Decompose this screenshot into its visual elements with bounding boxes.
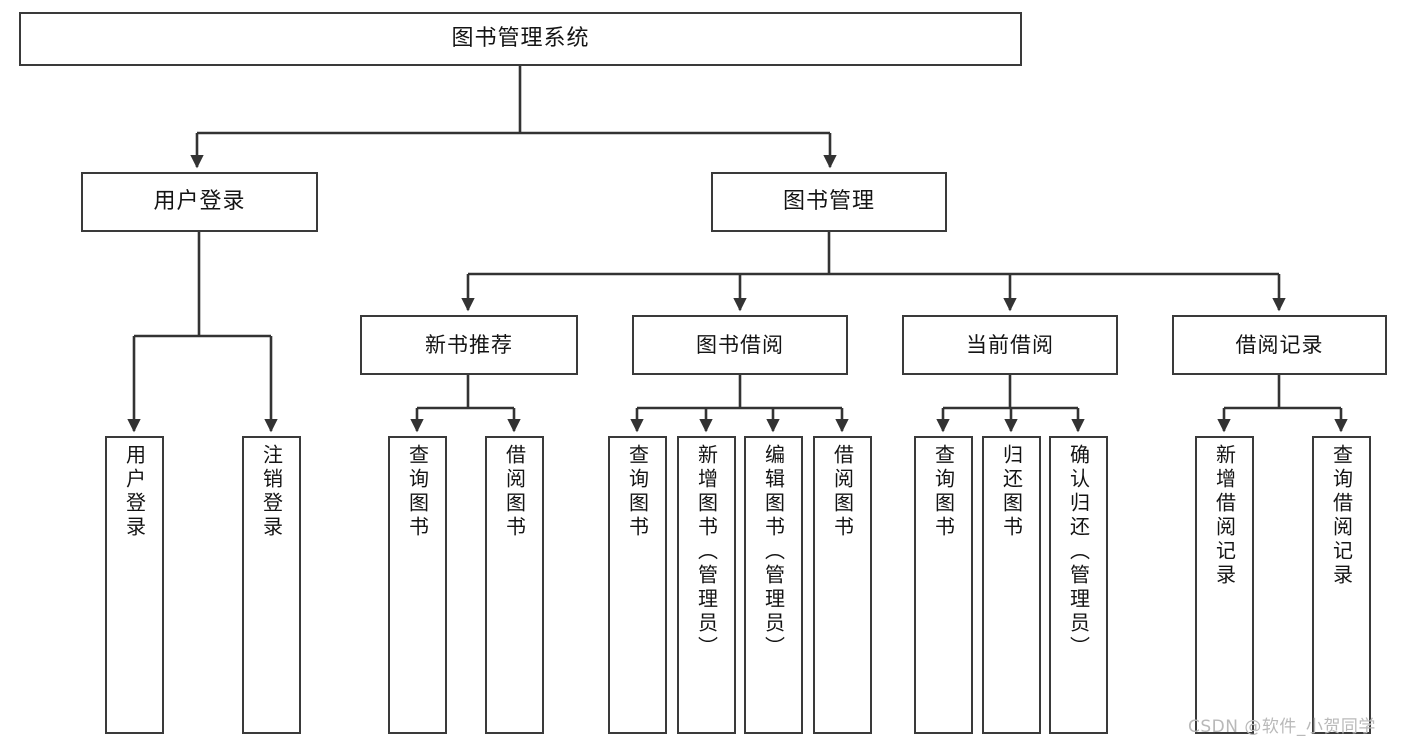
node-user-login[interactable]: 用户登录 <box>81 172 318 232</box>
leaf-query-book-current[interactable]: 查询图书 <box>914 436 973 734</box>
leaf-query-book-recommend-label: 查询图书 <box>405 444 430 540</box>
leaf-user-login-label: 用户登录 <box>122 444 147 540</box>
node-borrow-record[interactable]: 借阅记录 <box>1172 315 1387 375</box>
leaf-return-book-label: 归还图书 <box>999 444 1024 540</box>
leaf-query-book-borrow[interactable]: 查询图书 <box>608 436 667 734</box>
leaf-add-book[interactable]: 新增图书（管理员） <box>677 436 736 734</box>
leaf-logout[interactable]: 注销登录 <box>242 436 301 734</box>
leaf-return-book[interactable]: 归还图书 <box>982 436 1041 734</box>
leaf-add-borrow-record-label: 新增借阅记录 <box>1212 444 1237 588</box>
leaf-query-book-recommend[interactable]: 查询图书 <box>388 436 447 734</box>
leaf-user-login[interactable]: 用户登录 <box>105 436 164 734</box>
csdn-watermark: CSDN @软件_小贺同学 <box>1188 717 1376 737</box>
leaf-borrow-book-recommend-label: 借阅图书 <box>502 444 527 540</box>
node-book-manage-label: 图书管理 <box>782 189 875 215</box>
leaf-query-book-current-label: 查询图书 <box>931 444 956 540</box>
leaf-query-borrow-record-label: 查询借阅记录 <box>1329 444 1354 588</box>
leaf-query-book-borrow-label: 查询图书 <box>625 444 650 540</box>
leaf-edit-book[interactable]: 编辑图书（管理员） <box>744 436 803 734</box>
node-root-label: 图书管理系统 <box>451 26 590 52</box>
node-new-book-recommend-label: 新书推荐 <box>425 332 513 357</box>
leaf-add-book-label: 新增图书（管理员） <box>694 444 719 660</box>
leaf-add-borrow-record[interactable]: 新增借阅记录 <box>1195 436 1254 734</box>
node-new-book-recommend[interactable]: 新书推荐 <box>360 315 578 375</box>
node-borrow-record-label: 借阅记录 <box>1235 332 1324 357</box>
leaf-edit-book-label: 编辑图书（管理员） <box>761 444 786 660</box>
leaf-logout-label: 注销登录 <box>259 444 284 540</box>
leaf-borrow-book-recommend[interactable]: 借阅图书 <box>485 436 544 734</box>
leaf-query-borrow-record[interactable]: 查询借阅记录 <box>1312 436 1371 734</box>
leaf-borrow-book[interactable]: 借阅图书 <box>813 436 872 734</box>
node-book-manage[interactable]: 图书管理 <box>711 172 947 232</box>
node-current-borrow-label: 当前借阅 <box>966 332 1054 357</box>
node-current-borrow[interactable]: 当前借阅 <box>902 315 1118 375</box>
node-root[interactable]: 图书管理系统 <box>19 12 1022 66</box>
node-user-login-label: 用户登录 <box>153 189 246 215</box>
leaf-confirm-return-label: 确认归还（管理员） <box>1066 444 1091 660</box>
leaf-borrow-book-label: 借阅图书 <box>830 444 855 540</box>
node-book-borrow[interactable]: 图书借阅 <box>632 315 848 375</box>
leaf-confirm-return[interactable]: 确认归还（管理员） <box>1049 436 1108 734</box>
node-book-borrow-label: 图书借阅 <box>696 332 784 357</box>
